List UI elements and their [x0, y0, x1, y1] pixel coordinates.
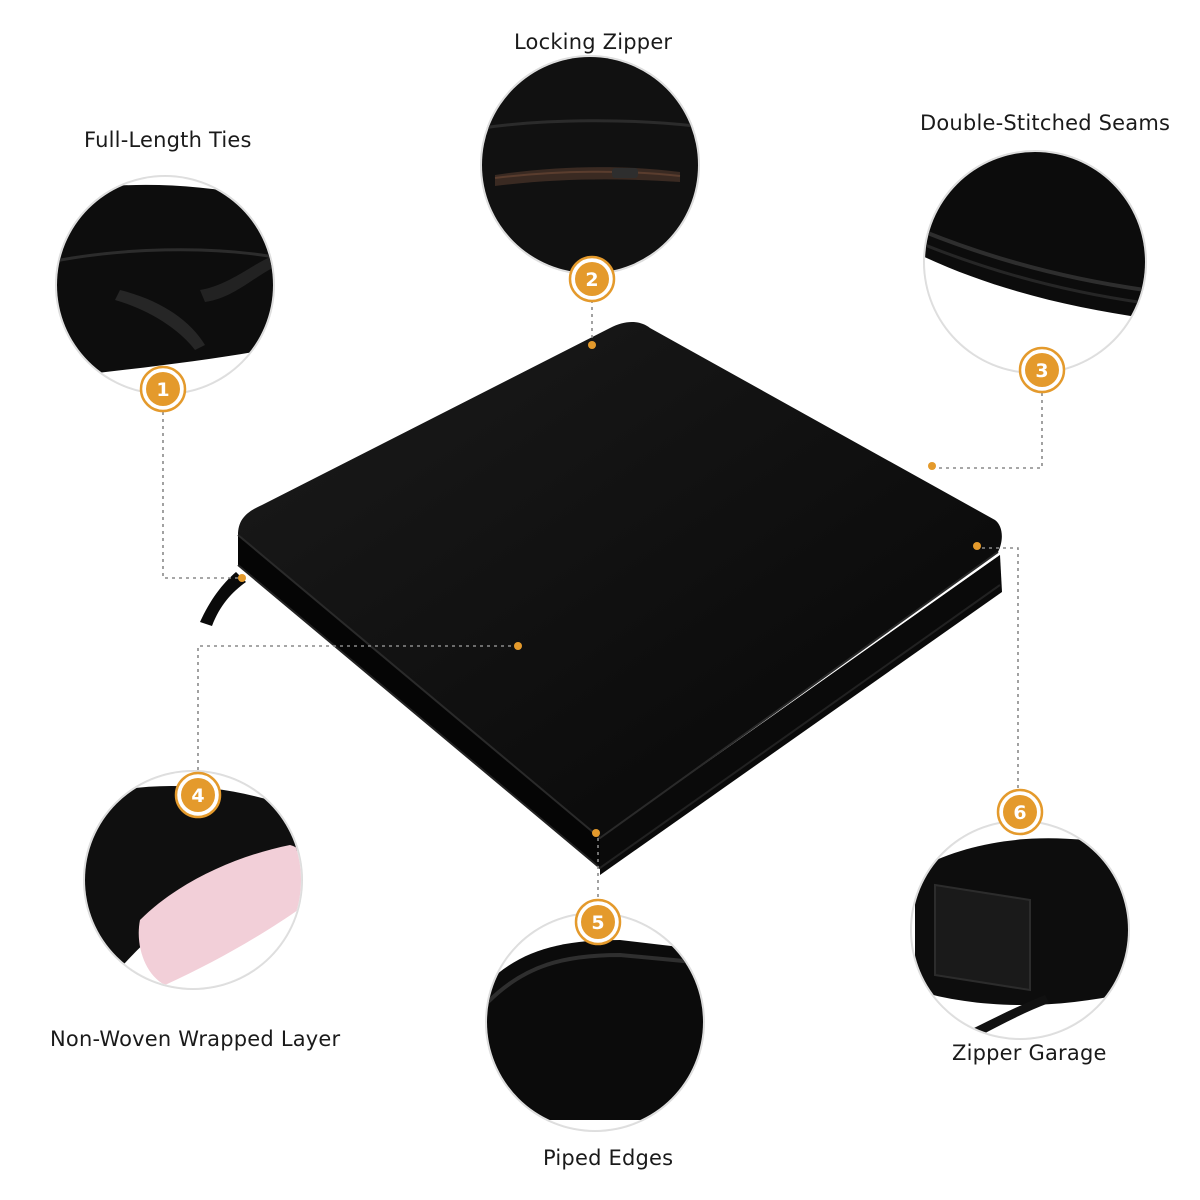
- leader-3: [932, 393, 1043, 469]
- foam-layer: [138, 845, 301, 985]
- dot-2: [588, 341, 596, 349]
- tie-strap: [200, 572, 246, 626]
- badge-1-number: 1: [156, 379, 169, 401]
- badge-5: 5: [574, 898, 622, 946]
- cushion-side-right: [600, 555, 1002, 875]
- label-full-length-ties: Full-Length Ties: [84, 128, 252, 152]
- cushion: [200, 322, 1002, 875]
- detail-circle-garage: [910, 820, 1130, 1040]
- label-locking-zipper: Locking Zipper: [514, 30, 673, 54]
- badge-6-number: 6: [1013, 802, 1026, 824]
- badge-3-number: 3: [1035, 360, 1048, 382]
- dot-4: [514, 642, 522, 650]
- badge-2-number: 2: [585, 269, 598, 291]
- detail-circle-ties: [55, 175, 275, 395]
- badge-3: 3: [1018, 346, 1066, 394]
- label-zipper-garage: Zipper Garage: [952, 1041, 1107, 1065]
- leader-1: [162, 412, 240, 579]
- dot-6: [973, 542, 981, 550]
- dot-5: [592, 829, 600, 837]
- piping-top-edge: [237, 534, 999, 840]
- badge-6: 6: [996, 788, 1044, 836]
- leader-lines: [162, 300, 1043, 898]
- cushion-top: [238, 322, 1002, 838]
- label-double-stitched-seams: Double-Stitched Seams: [920, 111, 1171, 135]
- label-piped-edges: Piped Edges: [543, 1146, 674, 1170]
- piping-bottom-edge: [237, 564, 1001, 870]
- badge-4: 4: [174, 771, 222, 819]
- detail-circle-zipper: [480, 55, 700, 275]
- dot-1: [238, 574, 246, 582]
- badge-4-number: 4: [191, 785, 204, 807]
- leader-6: [978, 547, 1019, 795]
- detail-circle-foam: [83, 770, 303, 990]
- detail-circle-piping: [485, 912, 705, 1132]
- detail-circle-seams: [923, 150, 1147, 374]
- badge-1: 1: [139, 365, 187, 413]
- dot-3: [928, 462, 936, 470]
- badge-2: 2: [568, 255, 616, 303]
- badge-5-number: 5: [591, 912, 604, 934]
- label-non-woven-wrapped-layer: Non-Woven Wrapped Layer: [50, 1027, 341, 1051]
- leader-dots: [238, 341, 981, 837]
